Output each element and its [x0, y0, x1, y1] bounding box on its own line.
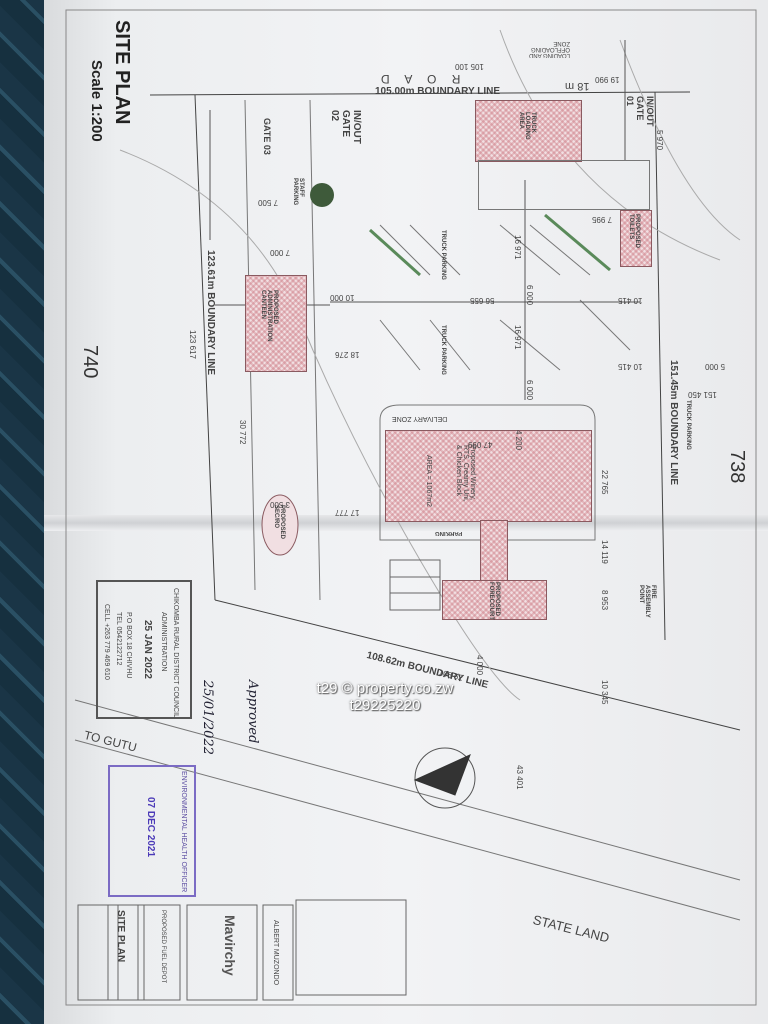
dim: 5 970 [655, 130, 664, 151]
main-block-building [385, 430, 592, 522]
dim: 16 971 [513, 325, 522, 350]
sec-room-label: PROPOSED SEC/RO [273, 505, 285, 540]
fire-assembly-label: FIRE ASSEMBLY POINT [638, 585, 656, 618]
dim: 10 415 [618, 296, 643, 305]
palm-tree-icon [310, 183, 334, 207]
dim: 30 772 [238, 420, 247, 445]
dim: 56 655 [470, 296, 495, 305]
dim: 16 971 [513, 235, 522, 260]
forecourt-label: PROPOSED FORECOURT [488, 582, 500, 620]
main-block-area: AREA = 1067m2 [425, 455, 432, 507]
dim: 4 200 [514, 430, 523, 451]
dim: 123 617 [188, 330, 197, 359]
stamp-line: CELL +263 779 469 610 [103, 604, 110, 680]
loading-zone-label: LOADING AND OFFLOADING ZONE [528, 40, 570, 58]
dim: 7 500 [258, 198, 279, 207]
parking-label: PARKING [435, 530, 463, 536]
toilets-label: PROPOSED TOILETS [628, 214, 640, 249]
dim: 105 100 [455, 62, 484, 71]
title-block-drawing: SITE PLAN [115, 910, 126, 963]
stamp-title: ENVIRONMENTAL HEALTH OFFICER [180, 771, 187, 893]
road-label: R O A D [375, 72, 461, 86]
gate-02-label: IN/OUT GATE 02 [329, 110, 362, 144]
dim: 10 415 [618, 362, 643, 371]
title-block-client: ALBERT MUZONDO [272, 920, 279, 986]
firm-logo: Mavirchy [222, 915, 238, 976]
dim: 47 099 [468, 440, 493, 449]
dim: 6 000 [525, 285, 534, 306]
truck-parking-label-3: TRUCK PARKING [685, 400, 691, 450]
council-stamp: CHIKOMBA RURAL DISTRICT COUNCIL ADMINIST… [96, 580, 192, 719]
forecourt-area [442, 580, 547, 620]
dim: 7 995 [592, 215, 613, 224]
stamp-date: 07 DEC 2021 [145, 797, 156, 858]
title-block-project: PROPOSED FUEL DEPOT [160, 910, 166, 984]
dim: 10 000 [330, 293, 355, 302]
tanks-area [478, 160, 650, 210]
dim: 151 450 [688, 390, 717, 399]
dim: 14 119 [600, 540, 609, 564]
watermark-id: t29225220 [349, 697, 421, 714]
dim: 8 953 [600, 590, 609, 611]
dim: 10 345 [600, 680, 609, 705]
forecourt-connector [480, 520, 508, 582]
stamp-line: TEL 0542122712 [115, 612, 122, 666]
right-boundary-label: 151.45m BOUNDARY LINE [668, 360, 679, 486]
truck-loading-area [475, 100, 582, 162]
dim: 7 000 [270, 248, 291, 257]
bottom-boundary-line [214, 599, 741, 731]
staff-parking-label: STAFF PARKING [292, 178, 304, 206]
dim: 5 000 [705, 362, 726, 371]
dim: 18 276 [335, 350, 360, 359]
delivery-zone-label: DELIVARY ZONE [392, 415, 448, 422]
gate-03-label: GATE 03 [262, 118, 272, 155]
drawing-title: SITE PLAN [111, 20, 133, 125]
road-edge [74, 699, 741, 881]
main-block-label: Proposed Winery, RTS, Creamy Uni, & Chic… [455, 445, 476, 502]
stamp-date: 25 JAN 2022 [142, 620, 153, 679]
fabric-background [0, 0, 50, 1024]
watermark: t29 © property.co.zw t29225220 [290, 680, 480, 714]
dim: 6 000 [525, 380, 534, 401]
top-boundary-label: 105.00m BOUNDARY LINE [375, 86, 501, 97]
dim: 43 401 [515, 765, 524, 790]
stamp-line: ADMINISTRATION [160, 612, 167, 672]
stand-number-left: 740 [79, 345, 101, 379]
truck-area-label: TRUCK LOADING AREA [518, 112, 536, 140]
dim: 4 000 [475, 655, 484, 676]
north-arrow [413, 754, 471, 796]
dim: 22 765 [600, 470, 609, 495]
left-boundary-line [194, 94, 216, 601]
admin-building [245, 275, 307, 372]
drawing-scale: Scale 1:200 [88, 60, 105, 142]
sheet-border [65, 9, 757, 1006]
top-boundary-line [149, 91, 691, 96]
gate-01-label: IN/OUT GATE 01 [625, 96, 655, 127]
dim: 17 777 [335, 508, 360, 517]
approval-date: 25/01/2022 [200, 680, 215, 755]
stand-number-right: 738 [726, 450, 748, 484]
stamp-line: P.O BOX 18 CHIVHU [125, 612, 132, 679]
truck-parking-label: TRUCK PARKING [440, 230, 446, 280]
stamp-line: CHIKOMBA RURAL DISTRICT COUNCIL [172, 588, 179, 718]
admin-label: PROPOSED ADMINISTRATION CANTEEN [260, 290, 278, 342]
truck-parking-label-2: TRUCK PARKING [440, 325, 446, 375]
approval-handwriting: Approved [245, 680, 260, 744]
toilets-building [620, 210, 652, 267]
north-arrow-circle [414, 747, 476, 809]
dim: 19 990 [595, 75, 620, 84]
road-width: 18 m [565, 80, 590, 92]
dim: 3 500 [270, 500, 291, 509]
left-boundary-label: 123.61m BOUNDARY LINE [205, 250, 216, 376]
health-officer-stamp: ENVIRONMENTAL HEALTH OFFICER 07 DEC 2021 [108, 765, 196, 897]
road-edge-2 [74, 739, 741, 921]
watermark-line: t29 © property.co.zw [316, 680, 454, 697]
right-boundary-line [654, 91, 666, 641]
